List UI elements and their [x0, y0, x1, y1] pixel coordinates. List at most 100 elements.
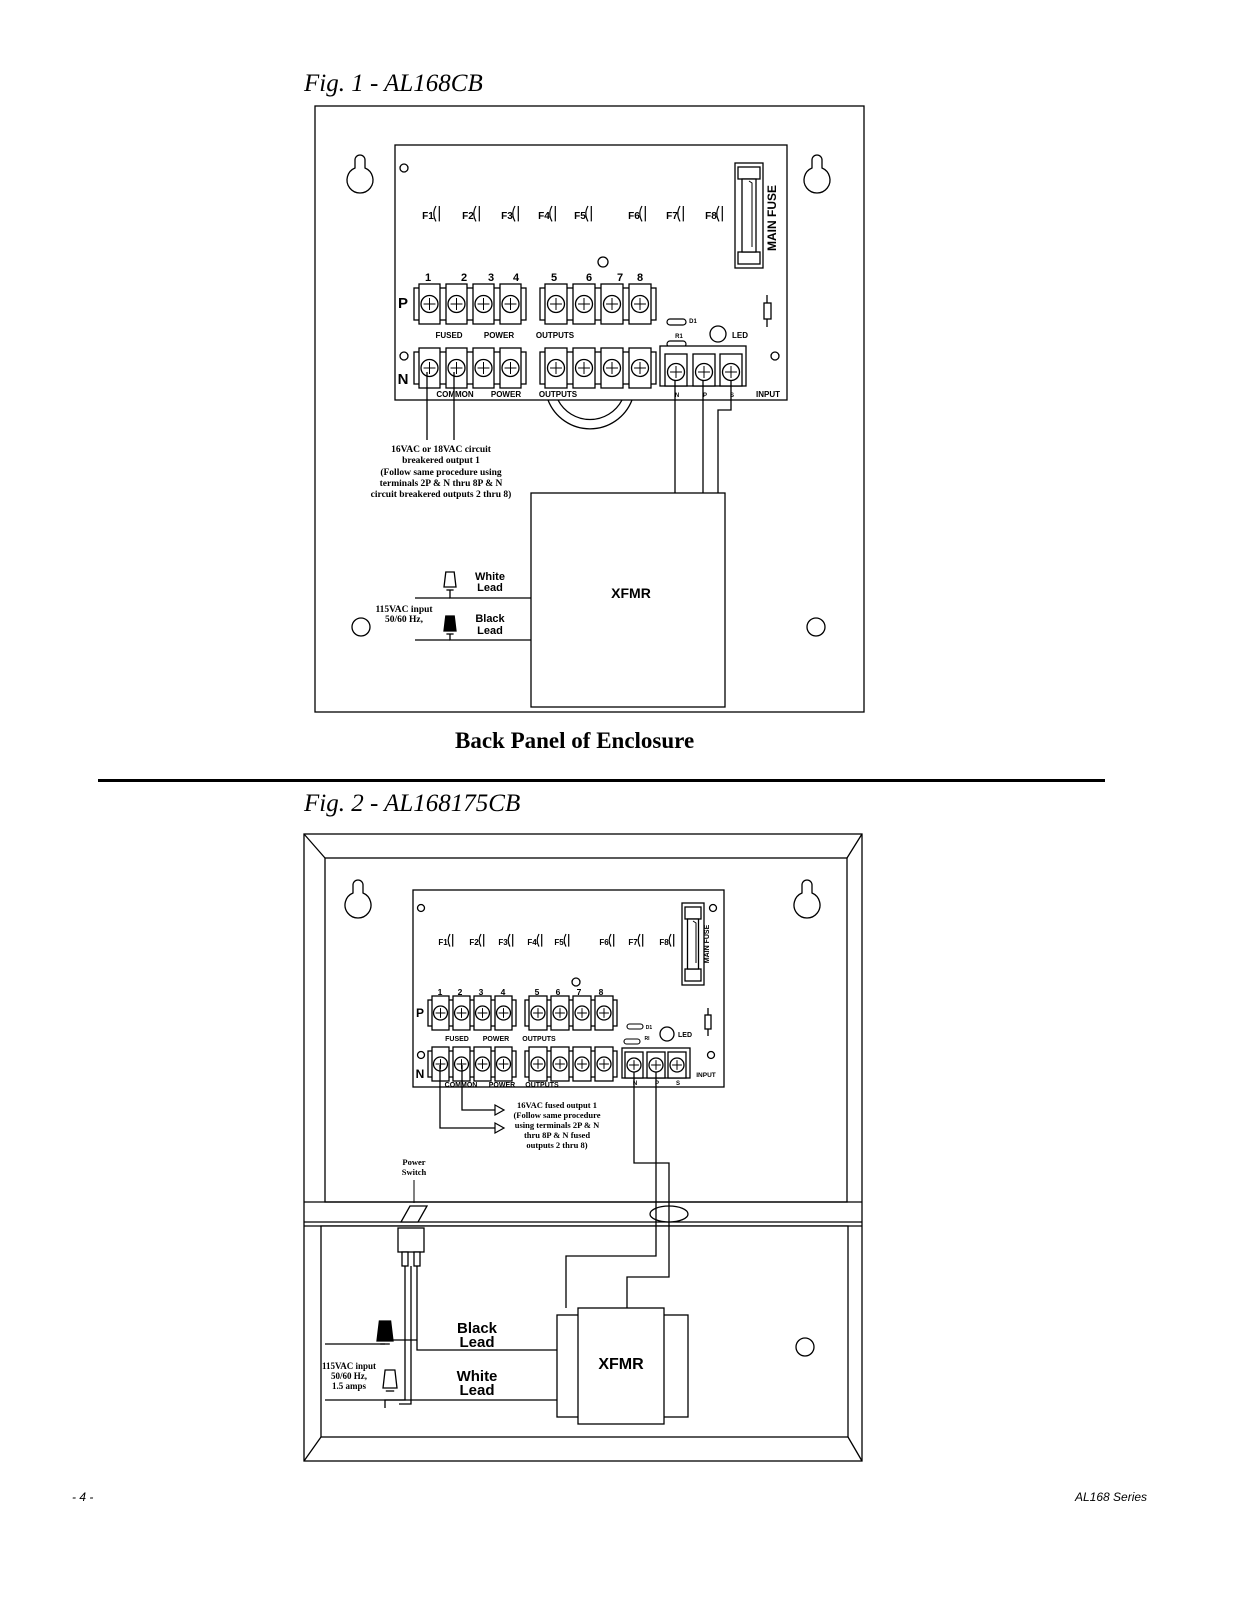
transformer-xfmr [530, 492, 726, 708]
output-note: (Follow same procedure using [380, 467, 502, 478]
keyhole-slot [346, 154, 374, 194]
terminal-number: 2 [458, 987, 463, 997]
terminal-number: 5 [535, 987, 540, 997]
transformer-outline [557, 399, 623, 421]
input-label: INPUT [696, 1072, 716, 1079]
mounting-hole [351, 617, 371, 637]
terminal-number: 3 [488, 272, 494, 284]
fuse-clip [447, 933, 454, 947]
fuse-clip [677, 205, 684, 222]
board-mounting-hole [706, 1050, 716, 1060]
board-mounting-hole [399, 351, 409, 361]
component [704, 1014, 712, 1030]
resistor-r1 [623, 1038, 641, 1045]
output-lead [461, 1065, 495, 1111]
main-fuse-label: MAIN FUSE [765, 185, 779, 251]
fuse-label-f2: F2 [462, 211, 474, 222]
black-lead-label: Black [457, 1320, 498, 1337]
fuse-clip [639, 205, 646, 222]
outputs-label: OUTPUTS [536, 331, 575, 340]
fuse-clip [563, 933, 570, 947]
white-lead-label: Lead [477, 582, 503, 594]
power-label: POWER [489, 1082, 515, 1089]
fuse-clip [668, 933, 675, 947]
fuse-cap [684, 968, 702, 982]
power-switch [399, 1205, 429, 1223]
outputs-label: OUTPUTS [525, 1082, 559, 1089]
fused-label: FUSED [445, 1036, 469, 1043]
input-terminal-label: P [703, 393, 707, 399]
ac-input-label: 115VAC input [375, 605, 433, 615]
input-terminal-label: N [675, 393, 679, 399]
output-note: 16VAC or 18VAC circuit [391, 445, 492, 455]
terminal-number: 8 [599, 987, 604, 997]
wire-nut [376, 1320, 394, 1342]
fuse-clip [473, 205, 480, 222]
led-label: LED [678, 1032, 692, 1039]
common-label: COMMON [445, 1082, 478, 1089]
output-note: 16VAC fused output 1 [517, 1100, 597, 1110]
terminal-number: 3 [479, 987, 484, 997]
fuse-label-f7: F7 [628, 938, 638, 947]
output-note: outputs 2 thru 8) [526, 1140, 587, 1150]
black-lead-label: Black [475, 613, 505, 625]
terminal-number: 6 [586, 272, 592, 284]
enclosure-edge [846, 833, 863, 859]
power-label: POWER [483, 1036, 509, 1043]
fused-label: FUSED [435, 331, 462, 340]
power-switch-label: Power [402, 1157, 425, 1167]
main-fuse-label: MAIN FUSE [704, 924, 711, 963]
figure-1-title: Fig. 1 - AL168CB [304, 70, 483, 97]
diode-d1 [626, 1023, 644, 1030]
fuse-label-f4: F4 [538, 211, 550, 222]
fuse-label-f5: F5 [554, 938, 564, 947]
transformer-outline [547, 399, 633, 430]
fuse-label-f5: F5 [574, 211, 586, 222]
page-number: - 4 - [72, 1490, 94, 1504]
outputs-label: OUTPUTS [539, 390, 578, 399]
white-lead-label: Lead [459, 1382, 494, 1399]
board-mounting-hole [708, 903, 718, 913]
fuse-label-f1: F1 [438, 938, 448, 947]
primary-wire [416, 1266, 557, 1351]
input-label: INPUT [756, 390, 780, 399]
fuse-label-f1: F1 [422, 211, 434, 222]
input-terminal-label: N [633, 1081, 637, 1087]
keyhole-slot [803, 154, 831, 194]
ac-input-label: 50/60 Hz, [331, 1371, 367, 1381]
led-label: LED [732, 331, 748, 340]
fuse-cap [684, 906, 702, 920]
fuse-label-f8: F8 [705, 211, 717, 222]
fuse-label-f3: F3 [498, 938, 508, 947]
fuse-clip [536, 933, 543, 947]
d1-label: D1 [689, 319, 697, 325]
mounting-hole [806, 617, 826, 637]
common-label: COMMON [436, 390, 474, 399]
output-note: (Follow same procedure [513, 1110, 600, 1120]
fuse-label-f8: F8 [659, 938, 669, 947]
primary-wire [399, 1266, 412, 1405]
input-terminal-label: S [730, 393, 734, 399]
terminal-number: 7 [577, 987, 582, 997]
terminal-number: 4 [501, 987, 506, 997]
section-divider [98, 779, 1105, 782]
wire-nut [382, 1369, 398, 1389]
switch-terminal [413, 1251, 421, 1267]
transformer-xfmr [577, 1307, 665, 1425]
xfmr-label: XFMR [611, 585, 651, 601]
row-label-p: P [416, 1006, 424, 1020]
fuse-clip [507, 933, 514, 947]
output-note: thru 8P & N fused [524, 1130, 590, 1140]
terminal-number: 1 [425, 272, 431, 284]
board-mounting-hole [597, 256, 609, 268]
ac-input-label: 50/60 Hz, [385, 615, 424, 625]
fuse-element [748, 180, 753, 247]
r1-label: RI [645, 1036, 651, 1042]
d1-label: D1 [646, 1025, 653, 1031]
fuse-clip [585, 205, 592, 222]
board-mounting-hole [770, 351, 780, 361]
switch-body [397, 1227, 425, 1253]
power-switch-label: Switch [402, 1167, 427, 1177]
terminal-number: 5 [551, 272, 557, 284]
power-label: POWER [491, 390, 521, 399]
